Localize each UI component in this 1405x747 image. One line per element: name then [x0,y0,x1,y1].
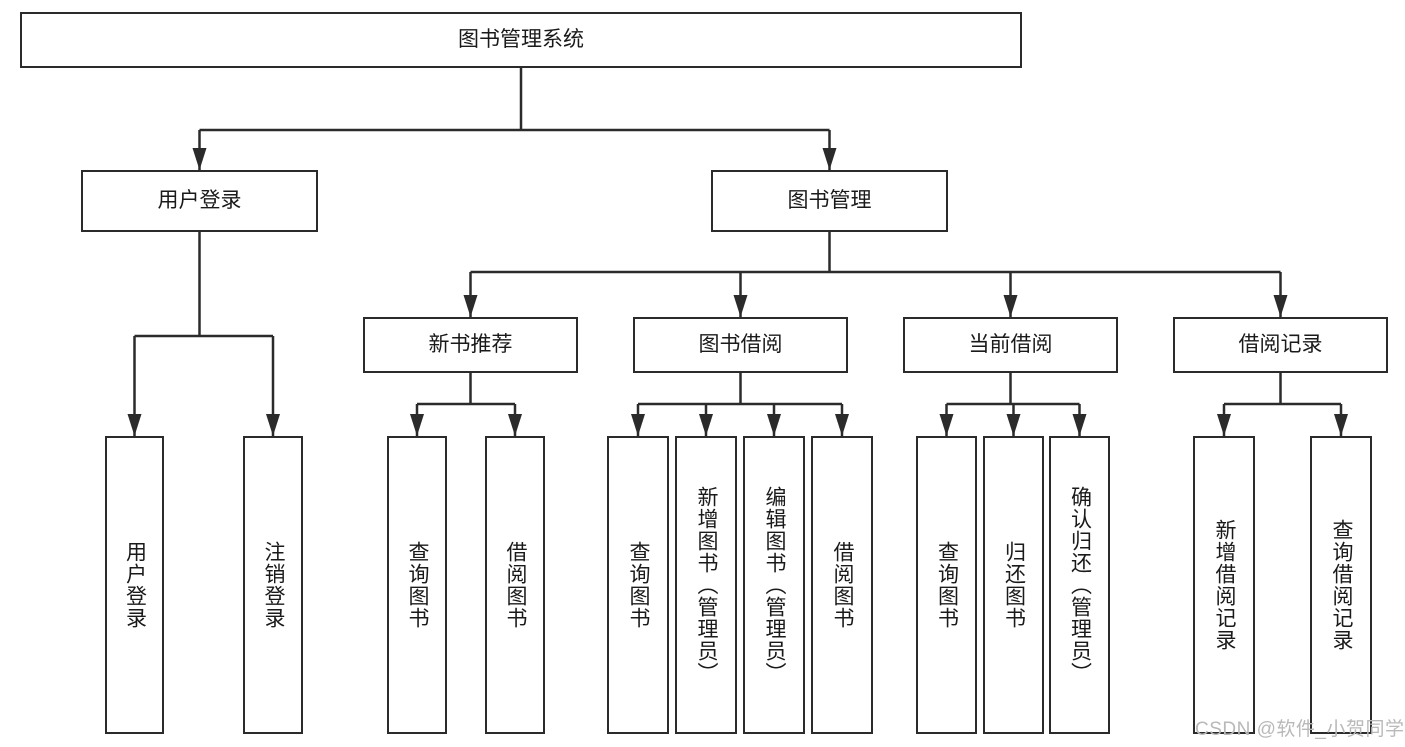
node-leaf-c-query[interactable]: 查询图书 [916,436,977,734]
node-leaf-b-edit[interactable]: 编辑图书（管理员） [743,436,805,734]
node-leaf-b-add[interactable]: 新增图书（管理员） [675,436,737,734]
node-l3-new-book[interactable]: 新书推荐 [363,317,578,373]
node-leaf-c-confirm[interactable]: 确认归还（管理员） [1049,436,1110,734]
node-label: 用户登录 [157,188,242,212]
node-label: 确认归还（管理员） [1068,486,1092,684]
arrow-head [835,414,849,436]
node-leaf-r-query[interactable]: 查询借阅记录 [1310,436,1372,734]
arrow-head [1217,414,1231,436]
arrow-head [508,414,522,436]
node-l3-record[interactable]: 借阅记录 [1173,317,1388,373]
arrow-head [1003,295,1018,317]
arrow-head [733,295,748,317]
node-l3-borrow[interactable]: 图书借阅 [633,317,848,373]
node-label: 编辑图书（管理员） [763,486,787,684]
node-leaf-user-login[interactable]: 用户登录 [105,436,164,734]
node-root[interactable]: 图书管理系统 [20,12,1022,68]
node-label: 借阅图书 [504,541,528,629]
arrow-head [192,148,207,170]
arrow-head [1334,414,1348,436]
node-label: 当前借阅 [968,332,1053,356]
node-leaf-r-add[interactable]: 新增借阅记录 [1193,436,1255,734]
arrow-head [266,414,280,436]
node-label: 归还图书 [1002,541,1026,629]
node-leaf-b-borrow[interactable]: 借阅图书 [811,436,873,734]
arrow-head [463,295,478,317]
node-leaf-c-return[interactable]: 归还图书 [983,436,1044,734]
node-label: 借阅记录 [1238,332,1323,356]
node-label: 借阅图书 [831,541,855,629]
arrow-head [699,414,713,436]
node-label: 查询借阅记录 [1330,519,1354,651]
arrow-head [631,414,645,436]
node-label: 注销登录 [262,541,286,629]
arrow-head [939,414,954,436]
node-label: 新增图书（管理员） [695,486,719,684]
arrow-head [822,148,837,170]
node-leaf-b-query[interactable]: 查询图书 [607,436,669,734]
arrow-head [767,414,781,436]
arrow-head [410,414,424,436]
arrow-head [1072,414,1087,436]
node-leaf-user-logout[interactable]: 注销登录 [243,436,303,734]
csdn-watermark: CSDN @软件_小贺同学 [1195,719,1405,740]
node-label: 查询图书 [935,541,959,629]
node-label: 新增借阅记录 [1213,519,1237,651]
node-label: 图书借阅 [698,332,783,356]
node-label: 图书管理 [787,188,872,212]
arrow-head [1006,414,1021,436]
node-l2-user-login[interactable]: 用户登录 [81,170,318,232]
arrow-head [1273,295,1288,317]
arrow-head [127,414,142,436]
node-label: 查询图书 [406,541,430,629]
node-l2-book-manage[interactable]: 图书管理 [711,170,948,232]
node-label: 用户登录 [123,541,147,629]
node-label: 图书管理系统 [458,27,584,51]
node-label: 新书推荐 [428,332,513,356]
node-l3-current[interactable]: 当前借阅 [903,317,1118,373]
node-leaf-new-query[interactable]: 查询图书 [387,436,447,734]
node-label: 查询图书 [627,541,651,629]
node-leaf-new-borrow[interactable]: 借阅图书 [485,436,545,734]
